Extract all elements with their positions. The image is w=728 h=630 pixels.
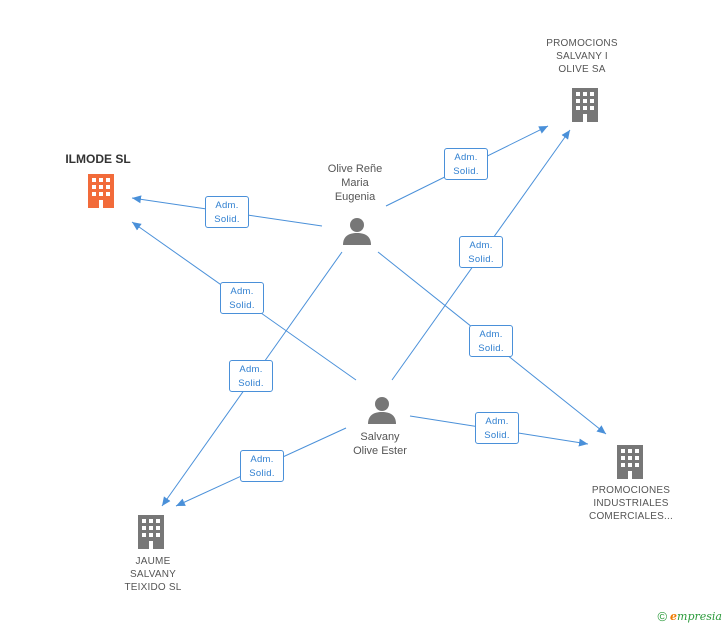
label-line: INDUSTRIALES [593,498,669,509]
badge-line-1: Adm. [479,329,503,340]
relation-badge[interactable]: Adm. Solid. [240,450,284,482]
relation-badge[interactable]: Adm. Solid. [475,412,519,444]
relation-badge[interactable]: Adm. Solid. [205,196,249,228]
badge-line-2: Solid. [249,468,275,479]
building-icon-promocions-salvany[interactable] [570,86,602,124]
copyright-icon: © [657,609,668,624]
badge-line-2: Solid. [229,300,255,311]
building-icon-ilmode[interactable] [86,172,118,210]
footer-brand[interactable]: © empresia [657,609,722,624]
node-label-ilmode[interactable]: ILMODE SL [65,152,131,166]
badge-line-1: Adm. [485,416,509,427]
label-line: Maria [341,177,369,189]
badge-line-1: Adm. [215,200,239,211]
label-line: PROMOCIONS [546,38,618,49]
building-icon-jaume-salvany[interactable] [136,513,168,551]
label-line: SALVANY [129,569,177,580]
relation-badge[interactable]: Adm. Solid. [220,282,264,314]
badge-line-1: Adm. [469,240,493,251]
badge-line-2: Solid. [238,378,264,389]
relation-badge[interactable]: Adm. Solid. [444,148,488,180]
badge-line-1: Adm. [239,364,263,375]
label-line: Olive Ester [353,445,407,457]
label-line: COMERCIALES... [589,511,673,522]
node-label-olive-rene[interactable]: Olive Reñe Maria Eugenia [300,162,410,204]
relation-badge[interactable]: Adm. Solid. [459,236,503,268]
badge-line-1: Adm. [250,454,274,465]
badge-line-2: Solid. [214,214,240,225]
node-label-jaume-salvany[interactable]: JAUME SALVANY TEIXIDO SL [98,555,208,594]
node-label-salvany-olive[interactable]: Salvany Olive Ester [325,430,435,458]
relation-badge[interactable]: Adm. Solid. [469,325,513,357]
badge-line-1: Adm. [454,152,478,163]
label-line: Eugenia [334,191,376,203]
badge-line-2: Solid. [453,166,479,177]
label-line: JAUME [135,556,171,567]
person-icon-olive-rene[interactable] [341,216,373,246]
label-line: Salvany [360,431,400,443]
label-line: Olive Reñe [327,163,383,175]
person-icon-salvany-olive[interactable] [366,395,398,425]
label-line: TEIXIDO SL [124,582,182,593]
label-line: PROMOCIONES [591,485,671,496]
badge-line-1: Adm. [230,286,254,297]
brand-rest: mpresia [677,610,722,623]
badge-line-2: Solid. [468,254,494,265]
label-line: SALVANY I [556,51,608,62]
badge-line-2: Solid. [478,343,504,354]
relation-badge[interactable]: Adm. Solid. [229,360,273,392]
brand-logo: empresia [670,610,722,623]
badge-line-2: Solid. [484,430,510,441]
building-icon-promociones-industriales[interactable] [615,443,647,481]
node-label-promocions-salvany[interactable]: PROMOCIONS SALVANY I OLIVE SA [522,37,642,76]
node-label-promociones-industriales[interactable]: PROMOCIONES INDUSTRIALES COMERCIALES... [571,484,691,523]
label-line: OLIVE SA [558,64,606,75]
brand-first-letter: e [670,610,678,623]
